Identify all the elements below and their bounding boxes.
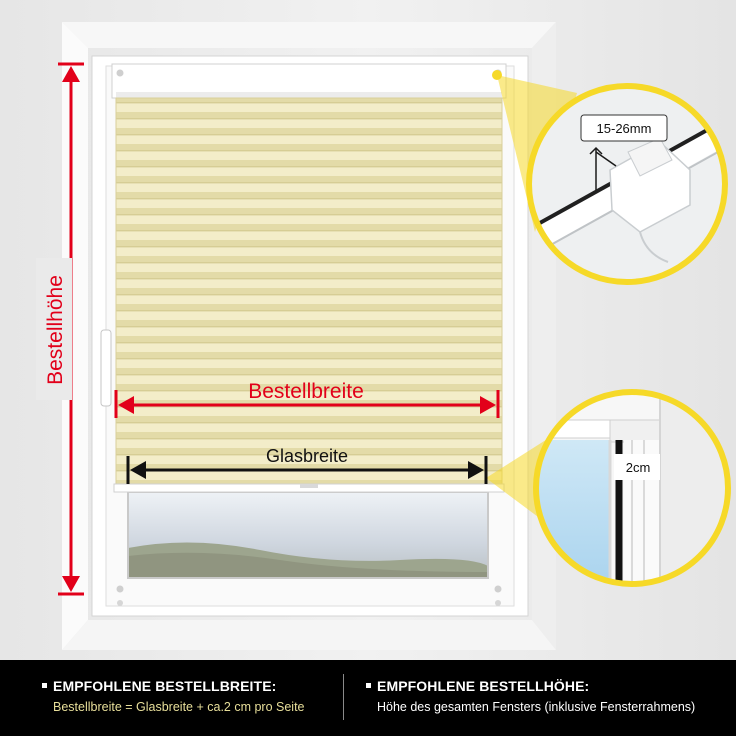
callout-top-tag [580, 114, 668, 142]
order-height-info: EMPFOHLENE BESTELLHÖHE: Höhe des gesamte… [366, 678, 726, 714]
glass-width-arrow [126, 456, 488, 484]
mount-screw-bl [116, 585, 124, 593]
order-height-label: Bestellhöhe [44, 275, 67, 385]
bullet-icon [42, 682, 47, 688]
niche-bottom [62, 620, 556, 650]
order-height-info-title: EMPFOHLENE BESTELLHÖHE: [366, 678, 726, 694]
callout-bottom-label: 2cm [626, 460, 651, 475]
glass-width-label: Glasbreite [266, 446, 348, 466]
order-width-info-title: EMPFOHLENE BESTELLBREITE: [42, 678, 332, 694]
window-handle [100, 329, 112, 407]
info-divider [343, 674, 344, 720]
callout-top-detail [526, 83, 728, 285]
mount-screw-tl [116, 69, 124, 77]
product-diagram: 15-26mm 2cm Bestellhöhe [0, 0, 736, 660]
order-width-label: Bestellbreite [248, 380, 364, 403]
order-width-info: EMPFOHLENE BESTELLBREITE: Bestellbreite … [42, 678, 332, 714]
window-illustration: 15-26mm 2cm Bestellhöhe [0, 0, 736, 660]
info-bar: EMPFOHLENE BESTELLBREITE: Bestellbreite … [0, 660, 736, 736]
mount-screw-br [494, 585, 502, 593]
order-width-arrow [114, 390, 500, 418]
niche-top [62, 22, 556, 48]
niche-left [62, 22, 88, 650]
bullet-icon [366, 682, 371, 688]
callout-bottom-tag [614, 454, 660, 480]
pleated-fabric [116, 98, 502, 484]
order-width-info-text: Bestellbreite = Glasbreite + ca.2 cm pro… [53, 700, 305, 714]
order-height-info-text: Höhe des gesamten Fensters (inklusive Fe… [377, 700, 696, 714]
callout-top-label: 15-26mm [597, 121, 652, 136]
